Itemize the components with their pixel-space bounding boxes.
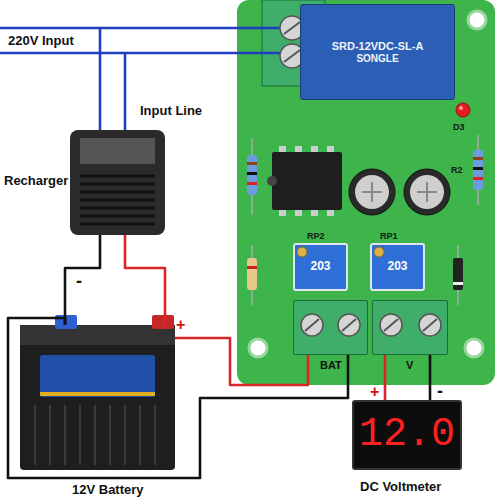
pot-value: 203	[387, 260, 407, 274]
trimmer-pot: 203	[293, 243, 348, 291]
wire	[125, 53, 237, 130]
polarity-mark: +	[370, 383, 379, 401]
voltmeter-terminal: V	[372, 300, 448, 355]
relay-marking: SONGLE	[356, 53, 398, 65]
wire	[125, 235, 165, 325]
dc-voltmeter: 12.0DC Voltmeter	[352, 400, 462, 470]
battery-label: 12V Battery	[72, 483, 144, 498]
polarity-mark: -	[76, 271, 82, 292]
pcb-board: RP2RP1D3R2SRD-12VDC-SL-ASONGLE203203BATV	[237, 0, 495, 385]
wire	[65, 235, 100, 325]
charger: Recharger	[70, 130, 165, 235]
silkscreen-label: RP2	[307, 231, 325, 241]
terminal-label: V	[406, 359, 413, 372]
trimmer-pot: 203	[370, 243, 425, 291]
wire-label: 220V Input	[8, 34, 74, 49]
wire-label: Input Line	[140, 104, 202, 119]
voltmeter-label: DC Voltmeter	[360, 480, 441, 495]
battery-terminal: BAT	[293, 300, 368, 355]
polarity-mark: +	[176, 316, 185, 334]
wire	[100, 28, 237, 130]
silkscreen-label: D3	[453, 122, 465, 132]
mains-wire	[0, 52, 125, 55]
charger-label: Recharger	[4, 174, 68, 189]
polarity-mark: -	[437, 381, 443, 402]
silkscreen-label: R2	[451, 165, 463, 175]
mains-wire	[0, 27, 100, 30]
silkscreen-label: RP1	[380, 231, 398, 241]
relay: SRD-12VDC-SL-ASONGLE	[300, 4, 455, 100]
voltmeter-reading: 12.0	[359, 412, 455, 458]
battery: 12V Battery	[20, 325, 175, 470]
relay-marking: SRD-12VDC-SL-A	[332, 40, 424, 53]
terminal-label: BAT	[320, 359, 342, 372]
pot-value: 203	[310, 260, 330, 274]
